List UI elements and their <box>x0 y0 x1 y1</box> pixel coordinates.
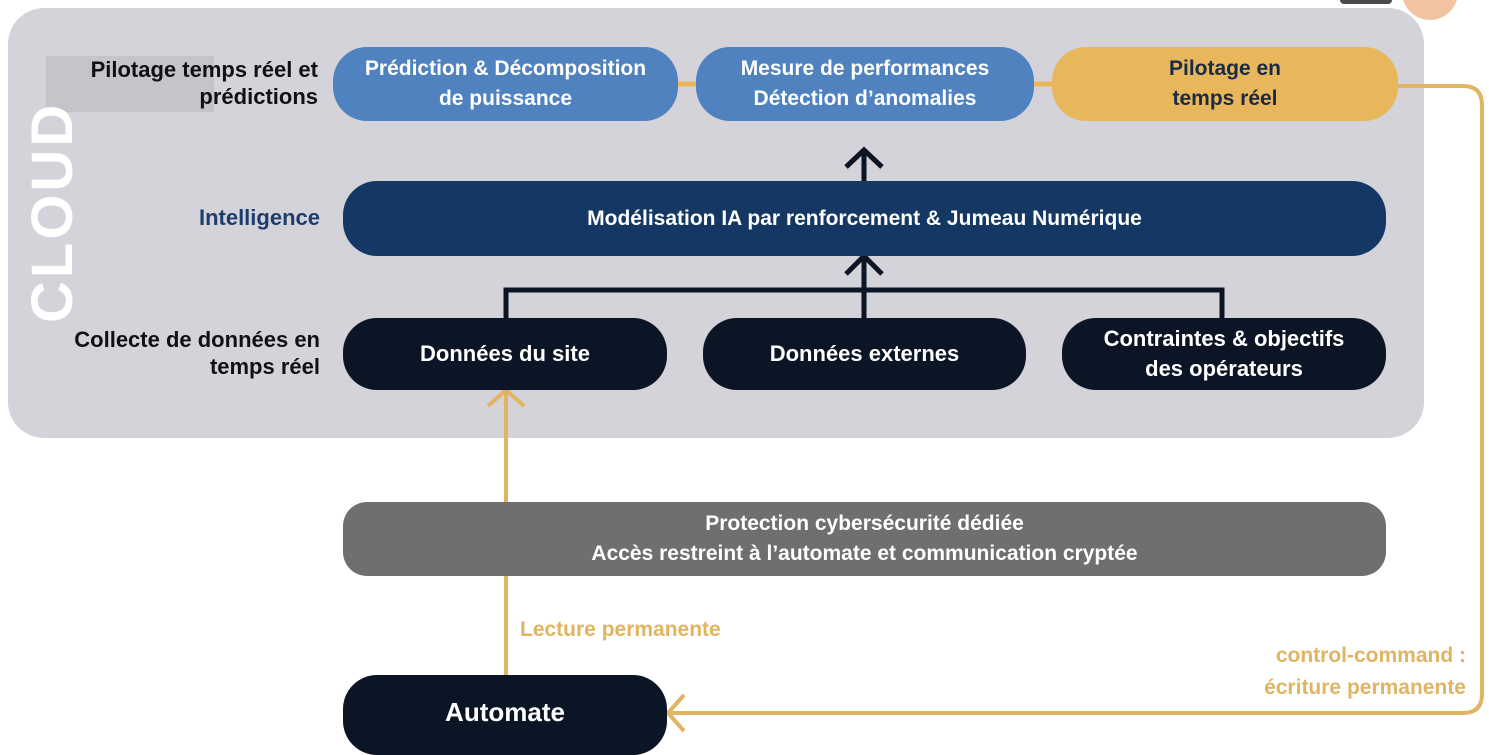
intelligence-box: Modélisation IA par renforcement & Jumea… <box>343 181 1386 256</box>
control-command-arrow-head <box>665 693 686 733</box>
control-command-line <box>668 84 1484 715</box>
control-annotation-line-2: écriture permanente <box>1264 676 1466 699</box>
control-command-annotation: control-command : écriture permanente <box>1150 640 1466 704</box>
mesure-box: Mesure de performances Détection d’anoma… <box>696 47 1034 121</box>
arrow-up-intelligence-head <box>844 146 884 169</box>
contraintes-box: Contraintes & objectifs des opérateurs <box>1062 318 1386 390</box>
control-annotation-line-1: control-command : <box>1275 644 1466 667</box>
donnees-site-box: Données du site <box>343 318 667 390</box>
row-label-collecte: Collecte de données en temps réel <box>74 327 320 379</box>
corner-decoration-dark <box>1340 0 1392 4</box>
row-label-intelligence: Intelligence <box>198 205 320 230</box>
security-line-1: Protection cybersécurité dédiée <box>705 512 1024 535</box>
lecture-annotation: Lecture permanente <box>520 618 721 641</box>
row-label-pilotage: Pilotage temps réel et prédictions <box>90 57 318 109</box>
pilotage-box: Pilotage en temps réel <box>1052 47 1398 121</box>
lecture-arrow-head <box>486 387 526 408</box>
corner-decoration <box>1402 0 1458 20</box>
prediction-box: Prédiction & Décomposition de puissance <box>333 47 678 121</box>
automate-box: Automate <box>343 675 667 755</box>
arrow-up-data-head <box>844 252 884 276</box>
security-box: Protection cybersécurité dédiée Accès re… <box>343 502 1386 576</box>
label-highlight-bar <box>46 56 214 112</box>
security-line-2: Accès restreint à l’automate et communic… <box>591 542 1138 565</box>
donnees-externes-box: Données externes <box>703 318 1026 390</box>
